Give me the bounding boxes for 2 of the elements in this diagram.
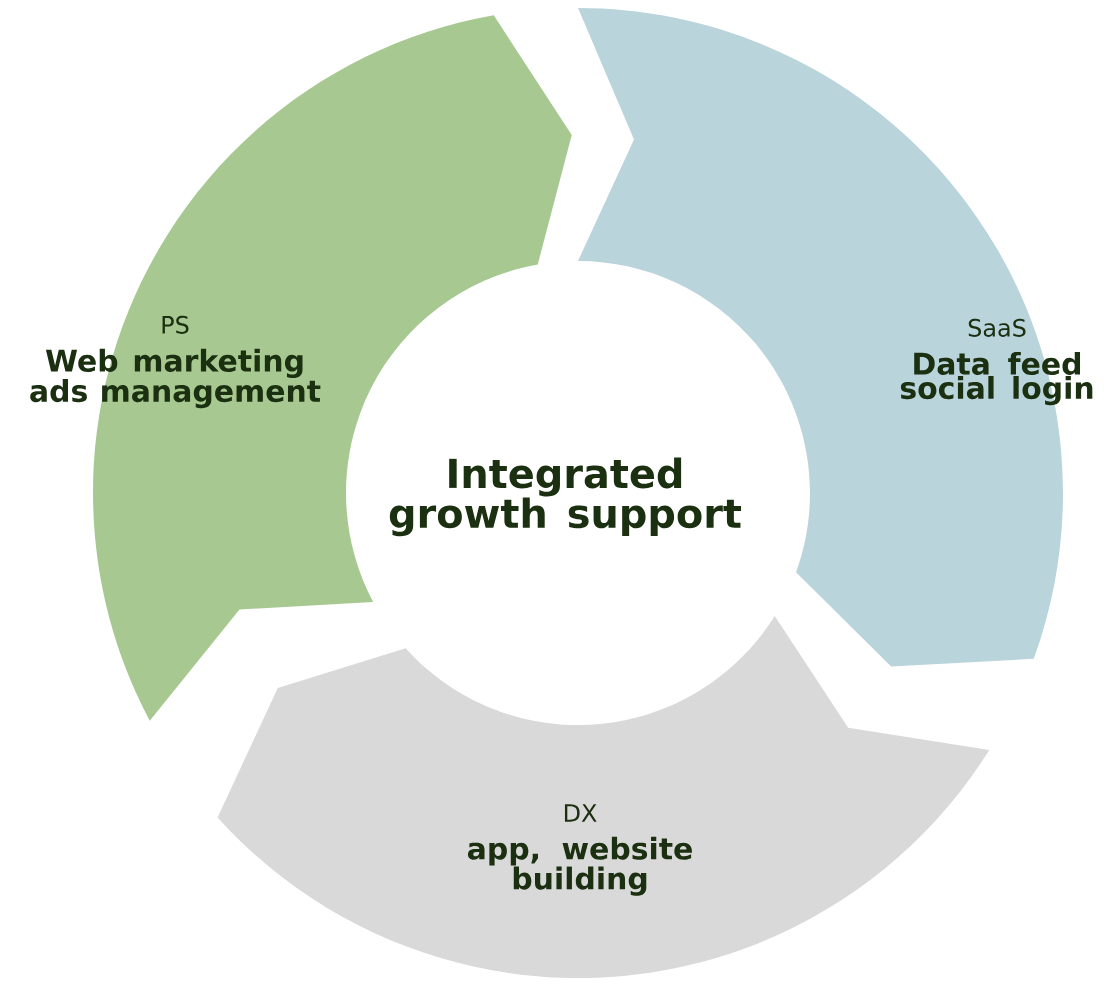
cycle-segment: DX app, website building xyxy=(217,615,990,978)
center-title: Integrated growth support xyxy=(389,457,742,537)
